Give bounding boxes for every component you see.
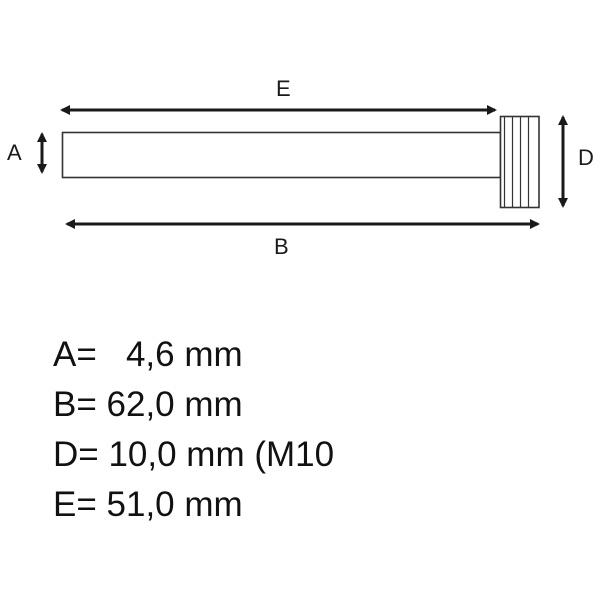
spec-list: A= 4,6 mm B= 62,0 mm D= 10,0 mm (M10 E= … [53,330,363,530]
shaft-body [61,131,502,179]
spec-b: B= 62,0 mm [53,385,243,424]
knurled-head [499,115,540,209]
spec-a: A= 4,6 mm [53,335,243,374]
dimension-label-a: A [7,140,22,165]
spec-e: E= 51,0 mm [53,485,243,524]
technical-drawing: E B A D [7,76,594,259]
dimension-label-b: B [274,234,289,259]
dimension-label-e: E [276,76,291,101]
dimension-label-d: D [578,145,594,170]
spec-d: D= 10,0 mm (M10 [53,435,364,474]
